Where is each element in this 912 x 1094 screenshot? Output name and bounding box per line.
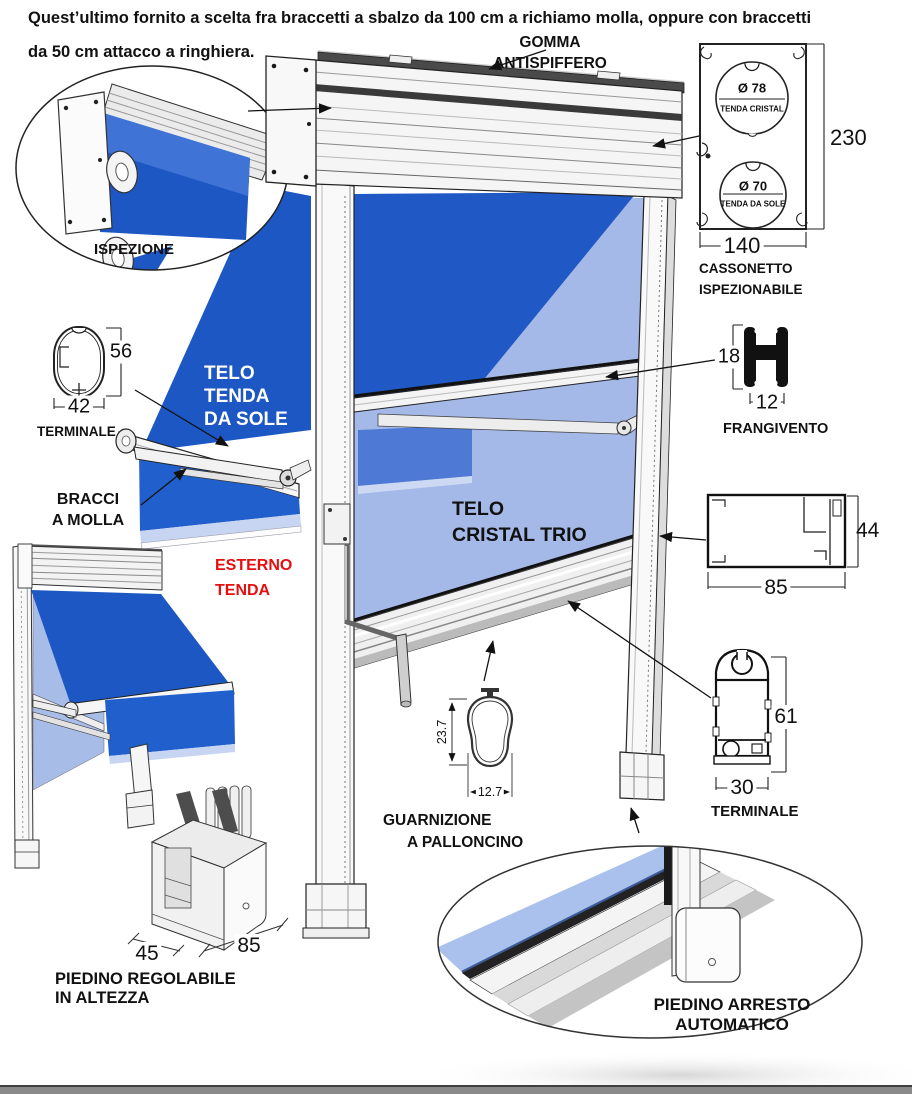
guarnizione-profile [448, 688, 514, 797]
dim-terminale-top-height: 56 [106, 340, 136, 364]
callout-esterno-tenda: ESTERNO TENDA [215, 557, 293, 599]
end-cap-plate [265, 55, 317, 187]
piedino-regolabile-drawing [127, 785, 289, 958]
cristal-screen-illustration [353, 192, 650, 669]
small-awning-illustration [12, 543, 235, 869]
crank-handle [323, 503, 412, 708]
dim-guarnizione-height: 23.7 [435, 719, 449, 745]
label-roller-bottom: TENDA DA SOLE [720, 199, 786, 209]
dim-cassonetto-width: 140 [720, 233, 764, 259]
callout-bracci-a-molla: BRACCI A MOLLA [51, 491, 125, 529]
floor-shadow [410, 1051, 912, 1094]
callout-gomma-antispiffero: GOMMA ANTISPIFFERO [493, 34, 607, 72]
telo-tenda-visibile [354, 192, 637, 398]
piedino-arresto-detail [437, 845, 863, 1039]
dim-roller-bottom: Ø 70 [738, 178, 768, 194]
intro-text: Quest’ultimo fornito a scelta fra bracce… [28, 9, 812, 61]
dim-cassonetto-height: 230 [830, 125, 867, 150]
dim-guida-height: 44 [856, 519, 880, 542]
callout-guarnizione-line1: GUARNIZIONE [383, 812, 492, 829]
guida-profile [706, 493, 859, 589]
callout-telo-cristal-trio: TELO CRISTAL TRIO [452, 498, 587, 546]
callout-frangivento: FRANGIVENTO [723, 421, 829, 437]
ispezione-detail [15, 65, 289, 271]
frangivento-profile [732, 324, 788, 404]
dim-terminale-top-width: 42 [64, 395, 94, 419]
dim-guida-width: 85 [761, 576, 791, 600]
dim-frangivento-height: 18 [714, 345, 744, 369]
right-guide-foot [619, 751, 665, 801]
callout-arrows [134, 49, 735, 834]
dim-frangivento-width: 12 [752, 391, 782, 415]
dim-roller-top: Ø 78 [737, 80, 767, 96]
callout-ispezione: ISPEZIONE [93, 241, 175, 258]
callout-piedino-regolabile: PIEDINO REGOLABILE IN ALTEZZA [55, 970, 236, 1007]
callout-terminale-top: TERMINALE [37, 424, 116, 439]
telo-tenda-da-sole-fabric [141, 186, 311, 452]
callout-terminale-bottom: TERMINALE [711, 803, 799, 820]
callout-telo-tenda-da-sole: TELO TENDA DA SOLE [204, 363, 288, 430]
callout-cassonetto-ispezionabile: CASSONETTO ISPEZIONABILE [699, 261, 803, 297]
dim-guarnizione-width: 12.7 [475, 785, 505, 799]
dim-piedino-width: 85 [234, 934, 264, 958]
dim-terminale-bottom-width: 30 [727, 776, 757, 800]
label-roller-top: TENDA CRISTAL [720, 104, 784, 114]
dim-terminale-bottom-height: 61 [771, 705, 801, 729]
callout-guarnizione-line2: A PALLONCINO [407, 834, 524, 851]
guide-rails [302, 181, 677, 939]
terminale-bottom-profile [712, 648, 787, 790]
footer-bar [0, 1085, 912, 1094]
cassonetto-cross-section [696, 43, 825, 248]
roller-tenda-da-sole [719, 161, 787, 229]
terminale-top-profile [53, 326, 122, 409]
callout-piedino-arresto: PIEDINO ARRESTO AUTOMATICO [653, 995, 811, 1034]
cassonetto-box [265, 50, 685, 199]
dim-piedino-depth: 45 [132, 942, 162, 966]
roller-tenda-cristal [715, 61, 789, 135]
